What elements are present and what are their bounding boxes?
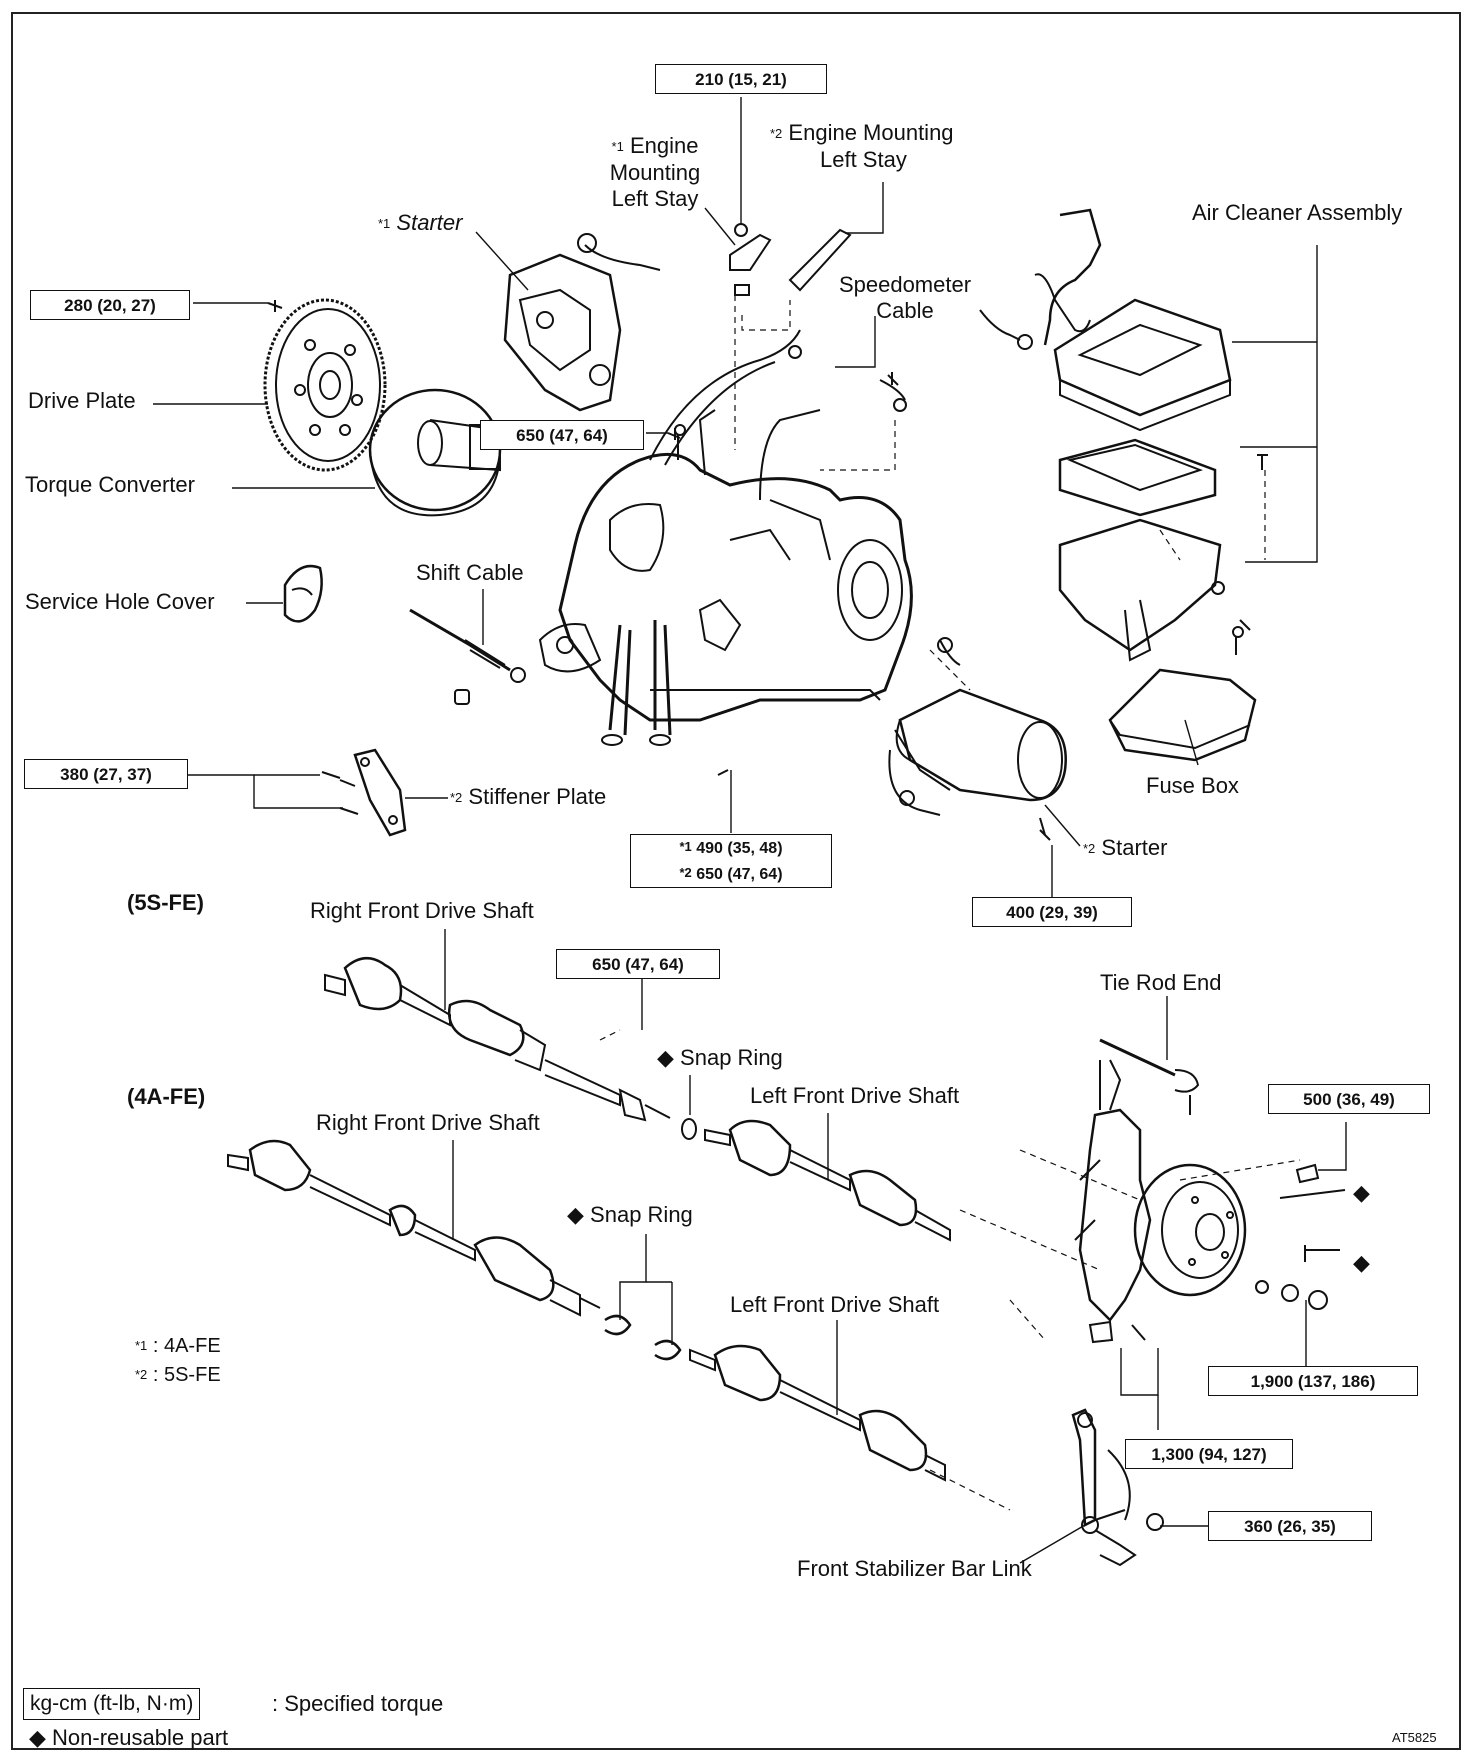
label-starter-4afe: *1 Starter	[378, 210, 462, 237]
leader-lines	[153, 97, 1347, 1564]
label-speedometer-cable: Speedometer Cable	[830, 272, 980, 324]
torque-converter-drawing	[368, 388, 502, 517]
footnote-5sfe: *2 : 5S-FE	[135, 1362, 221, 1388]
torque-box-490-650: *1 490 (35, 48) *2 650 (47, 64)	[630, 834, 832, 888]
section-title-4afe: (4A-FE)	[127, 1084, 206, 1109]
diamond-icon: ◆	[29, 1725, 46, 1750]
legend-nonreusable: ◆ Non-reusable part	[29, 1725, 228, 1751]
speedo-line1: Speedometer	[838, 272, 972, 297]
starter-4afe-mark: *1	[378, 216, 391, 231]
drive-shaft-4afe-left	[604, 1314, 946, 1482]
stiffener-plate-drawing	[321, 748, 407, 837]
diamond-icon: ◆	[1353, 1180, 1370, 1205]
footnote-1-mark: *1	[135, 1338, 148, 1353]
steering-knuckle-hub-drawing	[1071, 1038, 1346, 1567]
legend-nonreusable-text: Non-reusable part	[52, 1725, 229, 1750]
torque-box-210: 210 (15, 21)	[655, 64, 827, 94]
legend-unit-box: kg-cm (ft-lb, N·m)	[23, 1688, 201, 1720]
starter-5sfe-text: Starter	[1101, 835, 1168, 860]
shift-cable-drawing	[409, 608, 526, 705]
label-starter-5sfe: *2 Starter	[1083, 835, 1167, 862]
label-front-stabilizer-bar-link: Front Stabilizer Bar Link	[797, 1556, 1032, 1581]
emls2-line2: Left Stay	[820, 147, 907, 172]
engine-mounting-stays-drawing	[729, 223, 852, 296]
diamond-icon: ◆	[657, 1045, 674, 1070]
emls1-line2: Mounting	[609, 160, 701, 185]
drive-shaft-4afe-right	[227, 1139, 601, 1317]
footnote-2-mark: *2	[135, 1367, 148, 1382]
drive-plate-drawing	[263, 298, 387, 472]
torque-box-650-drive-shaft: 650 (47, 64)	[556, 949, 720, 979]
emls1-line1: Engine	[629, 133, 699, 158]
service-hole-cover-drawing	[283, 564, 323, 623]
bolts	[267, 300, 1268, 841]
emls1-line3: Left Stay	[611, 186, 699, 211]
emls2-line1: Engine Mounting	[788, 120, 954, 145]
t490-value: 490 (35, 48)	[696, 840, 783, 857]
starter-4afe-text: Starter	[396, 210, 463, 235]
t490-mark: *1	[679, 839, 692, 854]
label-left-front-drive-shaft-5sfe: Left Front Drive Shaft	[750, 1083, 960, 1108]
label-snap-ring-5sfe: ◆ Snap Ring	[657, 1045, 783, 1071]
label-tie-rod-end: Tie Rod End	[1100, 970, 1222, 995]
label-engine-mounting-left-stay-4afe: *1 Engine Mounting Left Stay	[585, 133, 725, 212]
torque-box-380: 380 (27, 37)	[24, 759, 188, 789]
emls1-mark: *1	[611, 139, 624, 154]
label-engine-mounting-left-stay-5sfe: *2 Engine Mounting Left Stay	[770, 120, 954, 173]
label-service-hole-cover: Service Hole Cover	[25, 589, 215, 614]
torque-box-280: 280 (20, 27)	[30, 290, 190, 320]
legend-unit-text: : Specified torque	[272, 1691, 444, 1716]
label-left-front-drive-shaft-4afe: Left Front Drive Shaft	[730, 1292, 940, 1317]
snap-ring-2-text: Snap Ring	[590, 1202, 693, 1227]
footnote-2-text: : 5S-FE	[152, 1364, 221, 1386]
emls2-mark: *2	[770, 126, 783, 141]
transaxle-drawing	[538, 329, 913, 746]
label-stiffener-plate: *2 Stiffener Plate	[450, 784, 606, 811]
label-shift-cable: Shift Cable	[416, 560, 524, 585]
starter-5sfe-mark: *2	[1083, 841, 1096, 856]
torque-box-500: 500 (36, 49)	[1268, 1084, 1430, 1114]
air-cleaner-drawing	[979, 208, 1232, 662]
label-torque-converter: Torque Converter	[25, 472, 195, 497]
stiffener-mark: *2	[450, 790, 463, 805]
footnote-1-text: : 4A-FE	[152, 1335, 221, 1357]
fuse-box-drawing	[1108, 626, 1257, 762]
stiffener-text: Stiffener Plate	[468, 784, 607, 809]
label-snap-ring-4afe: ◆ Snap Ring	[567, 1202, 693, 1228]
drive-shaft-5sfe-right	[324, 957, 671, 1122]
label-right-front-drive-shaft-4afe: Right Front Drive Shaft	[316, 1110, 540, 1135]
starter-5sfe-drawing	[888, 637, 1067, 836]
diamond-icon: ◆	[567, 1202, 584, 1227]
section-title-5sfe: (5S-FE)	[127, 890, 204, 915]
snap-ring-1-text: Snap Ring	[680, 1045, 783, 1070]
t650b-value: 650 (47, 64)	[696, 866, 783, 883]
torque-box-400: 400 (29, 39)	[972, 897, 1132, 927]
drive-shaft-5sfe-left	[681, 1118, 951, 1242]
footnote-4afe: *1 : 4A-FE	[135, 1333, 221, 1359]
t650b-mark: *2	[679, 865, 692, 880]
torque-box-650-transaxle: 650 (47, 64)	[480, 420, 644, 450]
starter-4afe-drawing	[503, 233, 661, 412]
figure-code: AT5825	[1392, 1730, 1437, 1745]
torque-box-360: 360 (26, 35)	[1208, 1511, 1372, 1541]
torque-box-1900: 1,900 (137, 186)	[1208, 1366, 1418, 1396]
label-right-front-drive-shaft-5sfe: Right Front Drive Shaft	[310, 898, 534, 923]
diamond-icon: ◆	[1353, 1250, 1370, 1275]
speedo-line2: Cable	[876, 298, 934, 323]
label-drive-plate: Drive Plate	[28, 388, 136, 413]
label-fuse-box: Fuse Box	[1146, 773, 1239, 798]
dashed-assembly-lines	[599, 295, 1301, 1511]
label-air-cleaner-assembly: Air Cleaner Assembly	[1192, 200, 1403, 225]
torque-box-1300: 1,300 (94, 127)	[1125, 1439, 1293, 1469]
diagram-frame	[11, 12, 1461, 1750]
